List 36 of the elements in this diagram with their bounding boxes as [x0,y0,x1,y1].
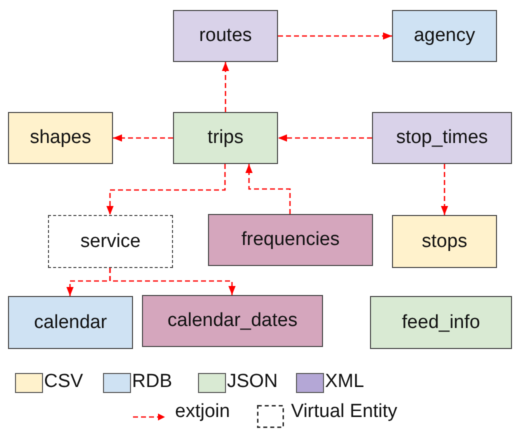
entity-name: stop_times [396,127,488,149]
legend-label: extjoin [175,401,230,423]
virtual-entity-box [48,215,173,268]
entity-name: calendar_dates [168,310,298,332]
extjoin-arrow [245,164,291,214]
entity-box [8,296,133,349]
entity-box [8,112,113,164]
entity-box [142,295,323,347]
entity-name: feed_info [402,312,480,334]
legend-label: CSV [44,371,84,393]
entity-name: routes [199,25,252,47]
extjoin-arrow [440,164,448,215]
extjoin-arrow [278,134,372,142]
entity-box [370,296,512,349]
entity-name: agency [414,25,476,47]
entity-name: stops [422,230,468,252]
legend-label: RDB [132,371,172,393]
legend-label: XML [325,371,364,393]
extjoin-arrow [106,164,226,215]
extjoin-arrow [113,134,173,142]
entity-name: shapes [30,127,92,149]
entity-box [392,10,497,62]
entity-name: calendar [34,312,107,334]
entity-box [392,215,497,268]
entity-name: service [80,230,141,252]
extjoin-arrow [278,32,392,40]
entity-name: trips [208,127,244,149]
legend-label: Virtual Entity [291,401,398,423]
entity-box [372,112,512,164]
entity-box [173,10,278,62]
entity-name: frequencies [241,229,340,251]
extjoin-arrow [109,268,236,295]
legend-label: JSON [227,371,278,393]
extjoin-arrow [222,62,230,112]
entity-box [173,112,278,164]
entity-box [208,214,373,266]
